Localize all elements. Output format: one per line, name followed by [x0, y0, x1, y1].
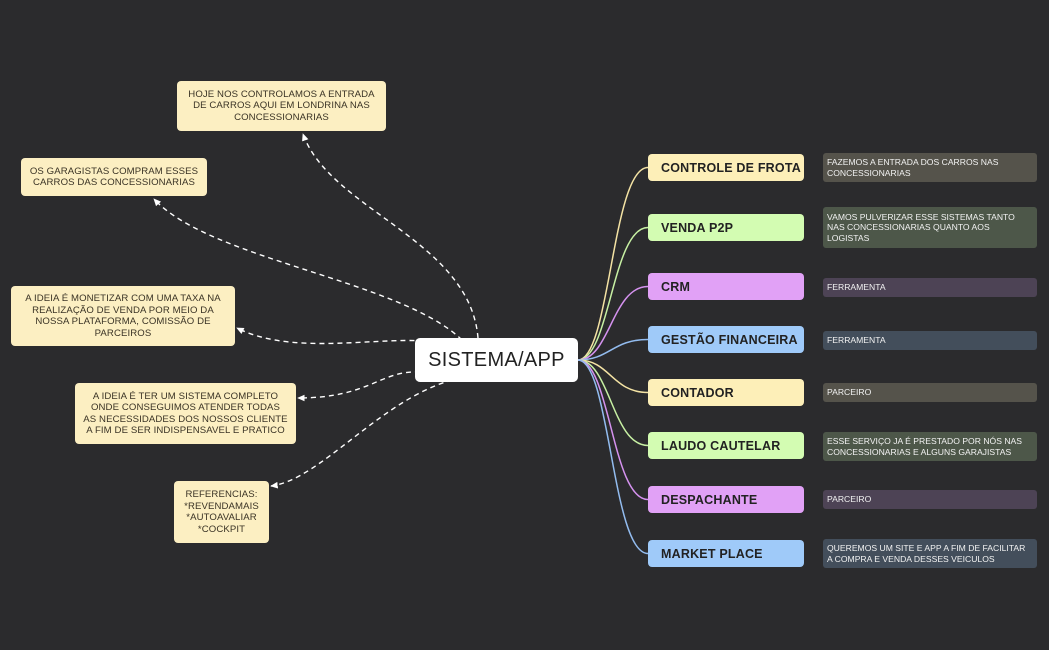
- note-garagistas-text: OS GARAGISTAS COMPRAM ESSES CARROS DAS C…: [29, 165, 199, 189]
- desc-contador: PARCEIRO: [823, 383, 1037, 402]
- desc-text: FERRAMENTA: [827, 335, 886, 346]
- desc-text: VAMOS PULVERIZAR ESSE SISTEMAS TANTO NAS…: [827, 211, 1015, 243]
- branch-label: DESPACHANTE: [661, 492, 758, 507]
- desc-text: QUEREMOS UM SITE E APP A FIM DE FACILITA…: [827, 543, 1026, 564]
- note-sistema-completo: A IDEIA É TER UM SISTEMA COMPLETO ONDE C…: [75, 383, 296, 444]
- note-controle-text: HOJE NOS CONTROLAMOS A ENTRADA DE CARROS…: [188, 88, 375, 123]
- note-monetizar: A IDEIA É MONETIZAR COM UMA TAXA NA REAL…: [11, 286, 235, 346]
- branch-connector: [577, 359, 649, 447]
- branch-label: VENDA P2P: [661, 220, 734, 235]
- desc-text: FERRAMENTA: [827, 282, 886, 293]
- desc-text: PARCEIRO: [827, 387, 872, 398]
- branch-label: CRM: [661, 279, 691, 294]
- note-garagistas: OS GARAGISTAS COMPRAM ESSES CARROS DAS C…: [21, 158, 207, 196]
- branch-market-place[interactable]: MARKET PLACE: [648, 540, 804, 567]
- desc-venda-p2p: VAMOS PULVERIZAR ESSE SISTEMAS TANTO NAS…: [823, 207, 1037, 248]
- branch-connector: [577, 359, 649, 501]
- desc-text: ESSE SERVIÇO JA É PRESTADO POR NÓS NAS C…: [827, 436, 1023, 457]
- desc-despachante: PARCEIRO: [823, 490, 1037, 509]
- branch-connector: [577, 166, 649, 361]
- branch-connector: [577, 285, 649, 361]
- branch-laudo-cautelar[interactable]: LAUDO CAUTELAR: [648, 432, 804, 459]
- central-topic[interactable]: SISTEMA/APP: [415, 338, 578, 382]
- note-connector: [302, 133, 479, 339]
- desc-crm: FERRAMENTA: [823, 278, 1037, 297]
- desc-gestao-financeira: FERRAMENTA: [823, 331, 1037, 350]
- branch-label: CONTROLE DE FROTA: [661, 160, 801, 175]
- desc-laudo-cautelar: ESSE SERVIÇO JA É PRESTADO POR NÓS NAS C…: [823, 432, 1037, 461]
- branch-label: MARKET PLACE: [661, 546, 763, 561]
- desc-controle-de-frota: FAZEMOS A ENTRADA DOS CARROS NAS CONCESS…: [823, 153, 1037, 182]
- note-referencias: REFERENCIAS: *REVENDAMAIS *AUTOAVALIAR *…: [174, 481, 269, 543]
- branch-contador[interactable]: CONTADOR: [648, 379, 804, 406]
- note-connector: [270, 379, 453, 489]
- central-topic-label: SISTEMA/APP: [428, 348, 565, 371]
- note-controle: HOJE NOS CONTROLAMOS A ENTRADA DE CARROS…: [177, 81, 386, 131]
- desc-text: PARCEIRO: [827, 494, 872, 505]
- branch-connector: [577, 338, 649, 361]
- branch-crm[interactable]: CRM: [648, 273, 804, 300]
- note-connector: [153, 198, 463, 341]
- desc-market-place: QUEREMOS UM SITE E APP A FIM DE FACILITA…: [823, 539, 1037, 568]
- branch-venda-p2p[interactable]: VENDA P2P: [648, 214, 804, 241]
- branch-label: LAUDO CAUTELAR: [661, 438, 781, 453]
- branch-gestao-financeira[interactable]: GESTÃO FINANCEIRA: [648, 326, 804, 353]
- branch-label: CONTADOR: [661, 385, 734, 400]
- note-sistema-completo-text: A IDEIA É TER UM SISTEMA COMPLETO ONDE C…: [83, 390, 288, 437]
- branch-connector: [577, 226, 649, 361]
- branch-despachante[interactable]: DESPACHANTE: [648, 486, 804, 513]
- note-referencias-text: REFERENCIAS: *REVENDAMAIS *AUTOAVALIAR *…: [184, 489, 259, 535]
- branch-connector: [577, 359, 649, 394]
- note-monetizar-text: A IDEIA É MONETIZAR COM UMA TAXA NA REAL…: [25, 293, 221, 339]
- note-connector: [297, 371, 421, 402]
- branch-label: GESTÃO FINANCEIRA: [661, 332, 798, 347]
- branch-connector: [577, 359, 649, 555]
- branch-controle-de-frota[interactable]: CONTROLE DE FROTA: [648, 154, 804, 181]
- desc-text: FAZEMOS A ENTRADA DOS CARROS NAS CONCESS…: [827, 157, 999, 178]
